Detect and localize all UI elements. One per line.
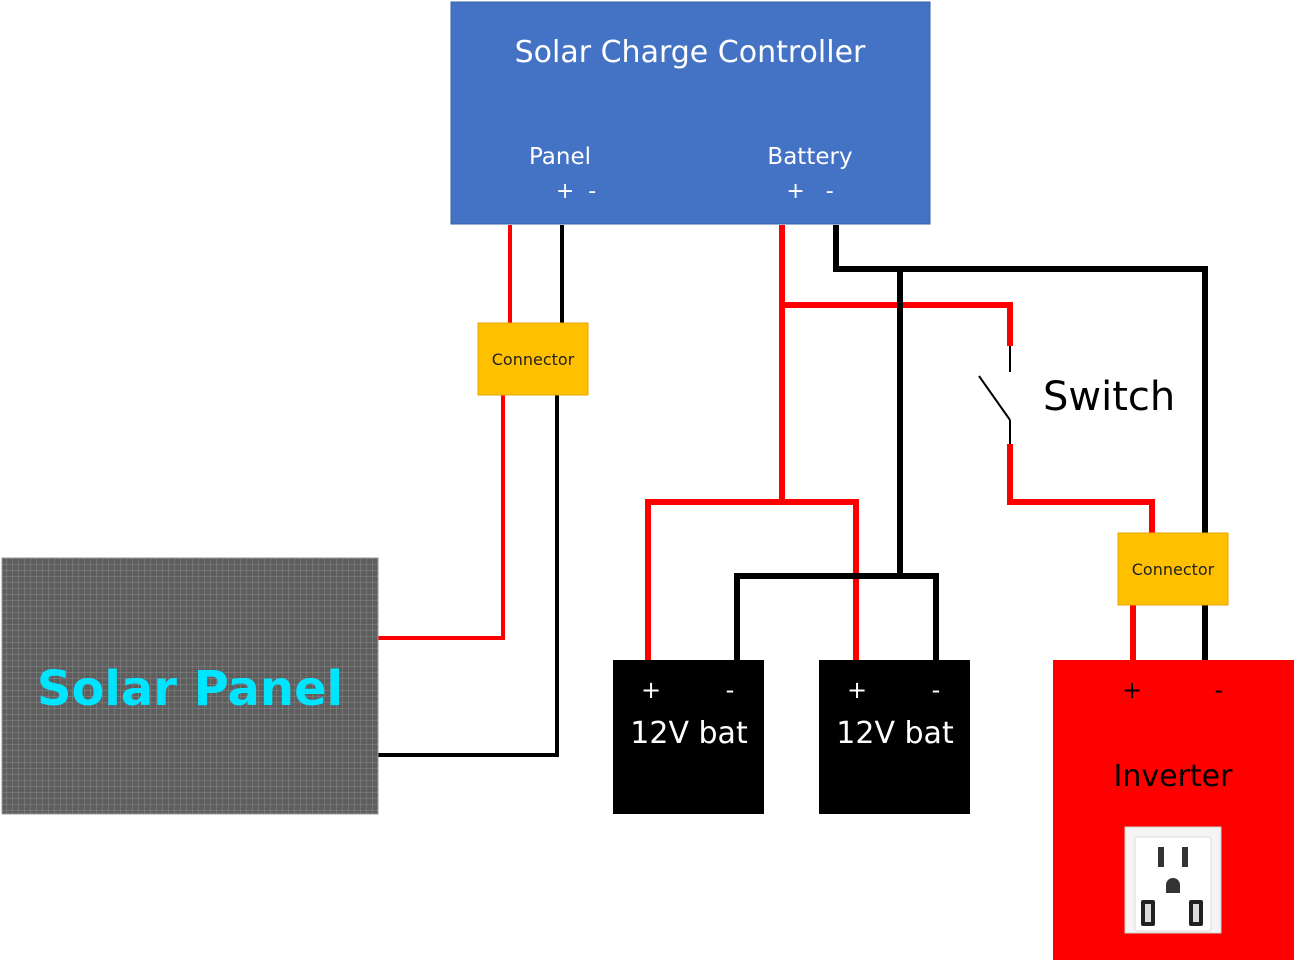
- wire-switch-to-connector: [1007, 444, 1155, 533]
- wire-battery-negative-bus: [734, 573, 939, 660]
- wire-panel-negative-lower: [378, 395, 559, 757]
- inverter-plus: +: [1122, 676, 1142, 704]
- battery-2-plus: +: [847, 676, 867, 704]
- wire-switch-feed: [782, 302, 1013, 346]
- battery-1-plus: +: [641, 676, 661, 704]
- inverter: + - Inverter: [1053, 660, 1294, 960]
- controller-battery-polarity: + -: [786, 179, 833, 204]
- inverter-minus: -: [1215, 676, 1224, 704]
- battery-2-label: 12V bat: [836, 716, 954, 751]
- wire-panel-positive-lower: [378, 395, 505, 640]
- controller-battery-label: Battery: [767, 144, 852, 170]
- controller-title: Solar Charge Controller: [515, 35, 866, 70]
- wire-battery-negative-trunk: [833, 225, 1208, 533]
- switch-icon: [978, 346, 1011, 444]
- solar-panel: Solar Panel: [1, 557, 379, 815]
- panel-connector-label: Connector: [492, 350, 575, 369]
- usb-port-icon: [1189, 900, 1203, 926]
- battery-2-minus: -: [932, 676, 941, 704]
- charge-controller: Solar Charge Controller Panel + - Batter…: [450, 1, 931, 225]
- battery-2: + - 12V bat: [819, 660, 970, 814]
- battery-1-label: 12V bat: [630, 716, 748, 751]
- controller-panel-polarity: + -: [556, 179, 596, 204]
- wire-battery-positive-bus: [645, 499, 859, 660]
- panel-connector: Connector: [477, 322, 589, 396]
- wires: [378, 225, 1208, 757]
- battery-1: + - 12V bat: [613, 660, 764, 814]
- inverter-label: Inverter: [1114, 759, 1234, 794]
- switch-label: Switch: [1043, 374, 1175, 420]
- outlet-icon: [1124, 826, 1222, 934]
- usb-port-icon: [1141, 900, 1155, 926]
- inverter-connector-label: Connector: [1132, 560, 1215, 579]
- battery-1-minus: -: [726, 676, 735, 704]
- controller-panel-label: Panel: [529, 144, 591, 170]
- inverter-connector: Connector: [1117, 532, 1229, 606]
- solar-panel-label: Solar Panel: [37, 661, 343, 717]
